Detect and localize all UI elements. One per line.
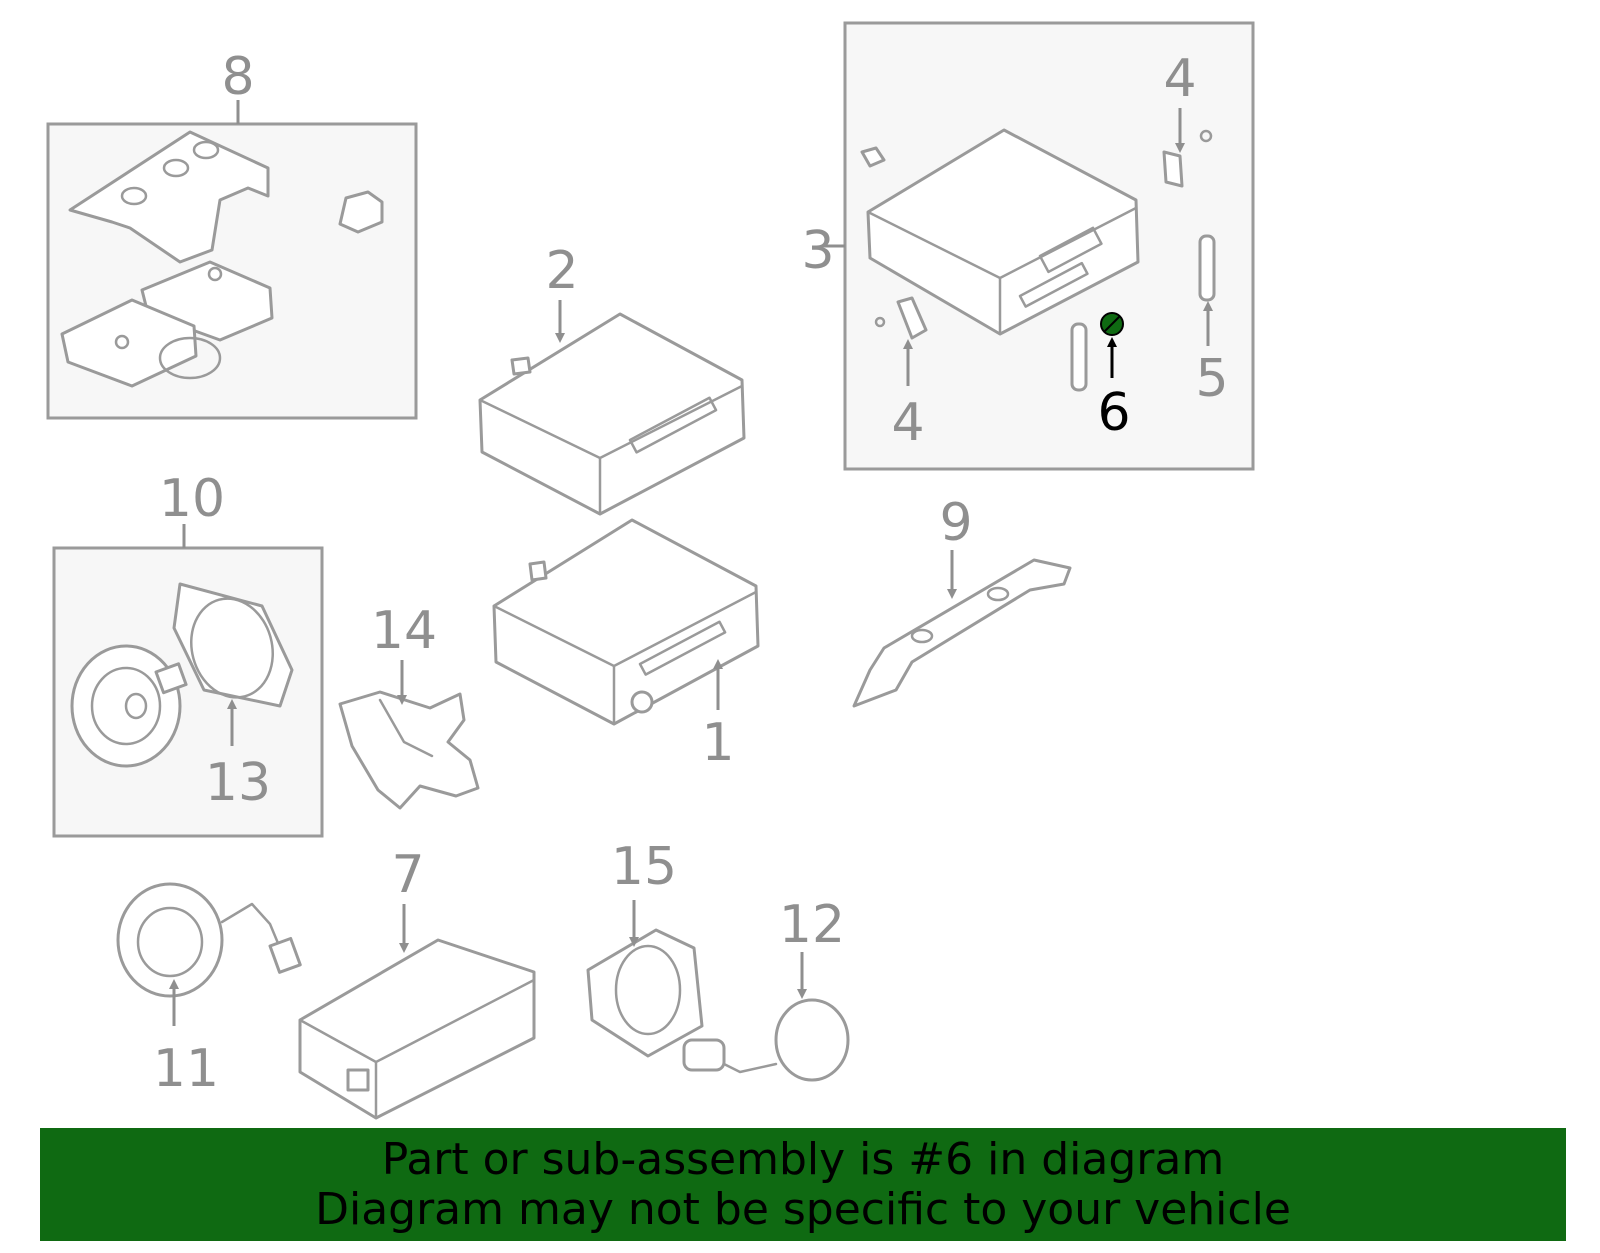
part-2-cassette [478, 312, 746, 516]
part-8-bracket [60, 130, 384, 388]
part-13-speaker-ring [172, 582, 294, 708]
part-9-bracket [852, 558, 1072, 708]
part-3-radio [860, 128, 1216, 392]
banner-line-part: Part or sub-assembly is #6 in diagram [381, 1133, 1225, 1185]
callout-12: 12 [779, 895, 845, 955]
part-12-tweeter [682, 998, 850, 1082]
group-box-3 [822, 21, 1255, 471]
part-1-receiver [492, 518, 760, 726]
part-7-housing [298, 938, 536, 1120]
group-box-8 [46, 100, 418, 420]
part-10-speaker [70, 644, 188, 768]
callout-9: 9 [939, 493, 972, 553]
part-6-highlighted [1100, 312, 1124, 336]
callout-15: 15 [611, 837, 677, 897]
part-14-insulator [338, 690, 480, 810]
callouts: 8 2 3 4 4 5 6 10 9 14 1 13 7 15 12 11 [153, 47, 1229, 1099]
callout-3: 3 [801, 221, 834, 281]
callout-6-highlighted: 6 [1097, 383, 1130, 443]
callout-13: 13 [205, 753, 271, 813]
callout-4-top: 4 [1163, 49, 1196, 109]
group-box-10 [52, 524, 324, 838]
part-11-speaker [116, 882, 302, 998]
part-15-bezel [586, 928, 704, 1058]
callout-7: 7 [391, 845, 424, 905]
callout-14: 14 [371, 601, 437, 661]
callout-11: 11 [153, 1039, 219, 1099]
callout-2: 2 [545, 241, 578, 301]
callout-10: 10 [159, 469, 225, 529]
banner-line-disclaimer: Diagram may not be specific to your vehi… [315, 1183, 1291, 1235]
leader-lines [169, 108, 1213, 1026]
info-banner: Part or sub-assembly is #6 in diagram Di… [40, 1128, 1566, 1241]
callout-5: 5 [1195, 349, 1228, 409]
callout-4-bottom: 4 [891, 393, 924, 453]
callout-8: 8 [221, 47, 254, 107]
callout-1: 1 [701, 713, 734, 773]
